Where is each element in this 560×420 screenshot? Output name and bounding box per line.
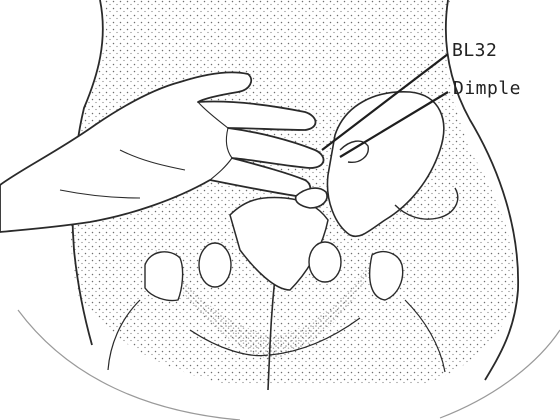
bl32-label: BL32 [452, 40, 497, 61]
right-foramen [309, 242, 341, 282]
left-foramen [199, 243, 231, 287]
left-femur-head [145, 252, 183, 301]
dimple-label: Dimple [453, 78, 521, 99]
